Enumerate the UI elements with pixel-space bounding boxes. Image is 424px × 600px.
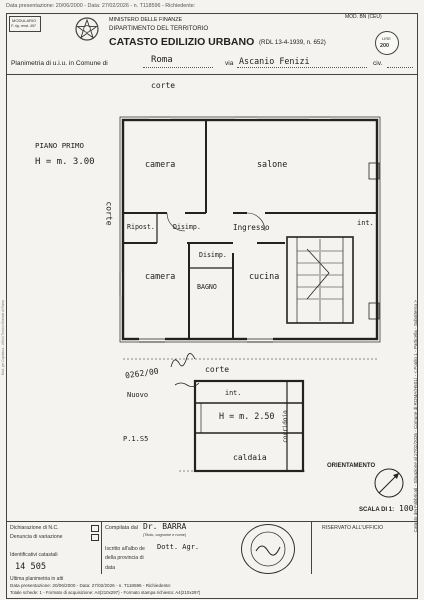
riservato-label: RISERVATO ALL'UFFICIO [322,525,384,531]
room-bagno: BAGNO [197,283,217,291]
label-height-first: H = m. 3.00 [35,157,95,167]
seal-mark-icon [250,531,286,567]
label-corte-mid: corte [205,365,230,374]
dichiarazione-nc-label: Dichiarazione di N.C. [10,525,59,531]
top-presentation-line: Data presentazione: 20/06/2000 - Data: 2… [6,3,196,9]
floor-plan-drawing [118,115,404,498]
form-footer: Dichiarazione di N.C. Denuncia di variaz… [6,521,418,599]
civ-label: civ. [373,60,383,67]
label-int: int. [357,219,374,227]
denuncia-variazione-checkbox[interactable] [91,534,99,541]
plan-area: corte corte corte PIANO PRIMO H = m. 3.0… [6,73,418,522]
comune-value: Roma [151,55,173,65]
room-corridoio: corridoio [281,410,289,443]
compilata-name: Dr. BARRA [143,522,187,531]
compilata-label: Compilata dal [105,525,138,531]
room-salone: salone [257,159,288,169]
scale-value: 100 [399,504,414,513]
civ-line [387,67,413,68]
modulario-label: MODULARIO [12,18,37,23]
room-caldaia: caldaia [233,453,267,462]
via-line [237,67,367,68]
form-title: CATASTO EDILIZIO URBANO [109,36,255,48]
ministry-label: MINISTERO DELLE FINANZE [109,17,183,23]
modulario-box: MODULARIO F. rig. rend. 497 [9,16,41,32]
room-camera-bottom: camera [145,271,176,281]
orientamento-label: ORIENTAMENTO [327,463,376,469]
label-height-basement: H = m. 2.50 [219,411,275,421]
republic-emblem-icon [75,17,99,41]
bottom-presentation-line: Data presentazione: 20/06/2000 - Data: 2… [10,583,172,588]
room-int-basement: int. [225,389,242,397]
iscritto-value: Dott. Agr. [157,543,200,551]
iscritto-label: Iscritto all'albo de [105,546,145,552]
dichiarazione-nc-checkbox[interactable] [91,525,99,532]
ultima-planimetria: Ultima planimetria in atti [10,576,64,582]
via-value: Ascanio Fenizi [239,56,310,66]
label-corte-left: corte [104,201,114,226]
professional-seal [241,524,295,574]
identificativi-label: Identificativi catastali [10,552,58,558]
mod-label: MOD. BN (CEU) [345,14,382,20]
footer-reserved: RISERVATO ALL'UFFICIO [311,522,418,574]
scale-label: SCALA DI 1: [359,507,395,513]
department-label: DIPARTIMENTO DEL TERRITORIO [109,25,209,32]
room-ingresso: Ingresso [233,223,270,232]
price-label: LIRE [382,36,391,41]
room-disimpegno-mid: Disimp. [199,251,227,259]
via-label: via [225,60,234,67]
room-ripostiglio: Ripost. [127,223,155,231]
titolo-note: (Titolo, cognome e nome) [143,533,187,537]
room-camera-top: camera [145,159,176,169]
denuncia-variazione-label: Denuncia di variazione [10,534,63,540]
form-header: MODULARIO F. rig. rend. 497 MINISTERO DE… [6,13,418,75]
label-piano-primo: PIANO PRIMO [35,141,84,150]
bottom-format-line: Totale schede: 1 - Formato di acquisizio… [10,590,201,595]
planimetry-prefix: Planimetria di u.i.u. in Comune di [11,60,108,67]
north-arrow-icon [374,468,404,498]
provincia-label: della provincia di [105,555,144,561]
label-corte-top: corte [151,81,176,90]
room-cucina: cucina [249,271,280,281]
annotation-word: Nuovo [127,391,149,399]
footer-declarations: Dichiarazione di N.C. Denuncia di variaz… [7,522,102,574]
data-label: data [105,565,116,571]
comune-line [143,67,213,68]
identificativi-values: 14 505 [15,562,47,572]
price-stamp: LIRE 200 [375,31,399,55]
modulario-ref: F. rig. rend. 497 [11,24,36,28]
left-vertical-text: Mod. per Copiatura - Ufficio Tecnico Era… [1,300,5,376]
price-value: 200 [380,43,389,49]
footer-compiler: Compilata dal Dr. BARRA (Titolo, cognome… [101,522,311,574]
label-basement-level: P.1.S5 [123,435,149,443]
side-vertical-text: Catasto dei Fabbricati - Situazione al 2… [413,300,418,533]
law-reference: (RDL 13-4-1939, n. 652) [259,39,326,46]
room-disimpegno-top: Disimp. [173,223,201,231]
